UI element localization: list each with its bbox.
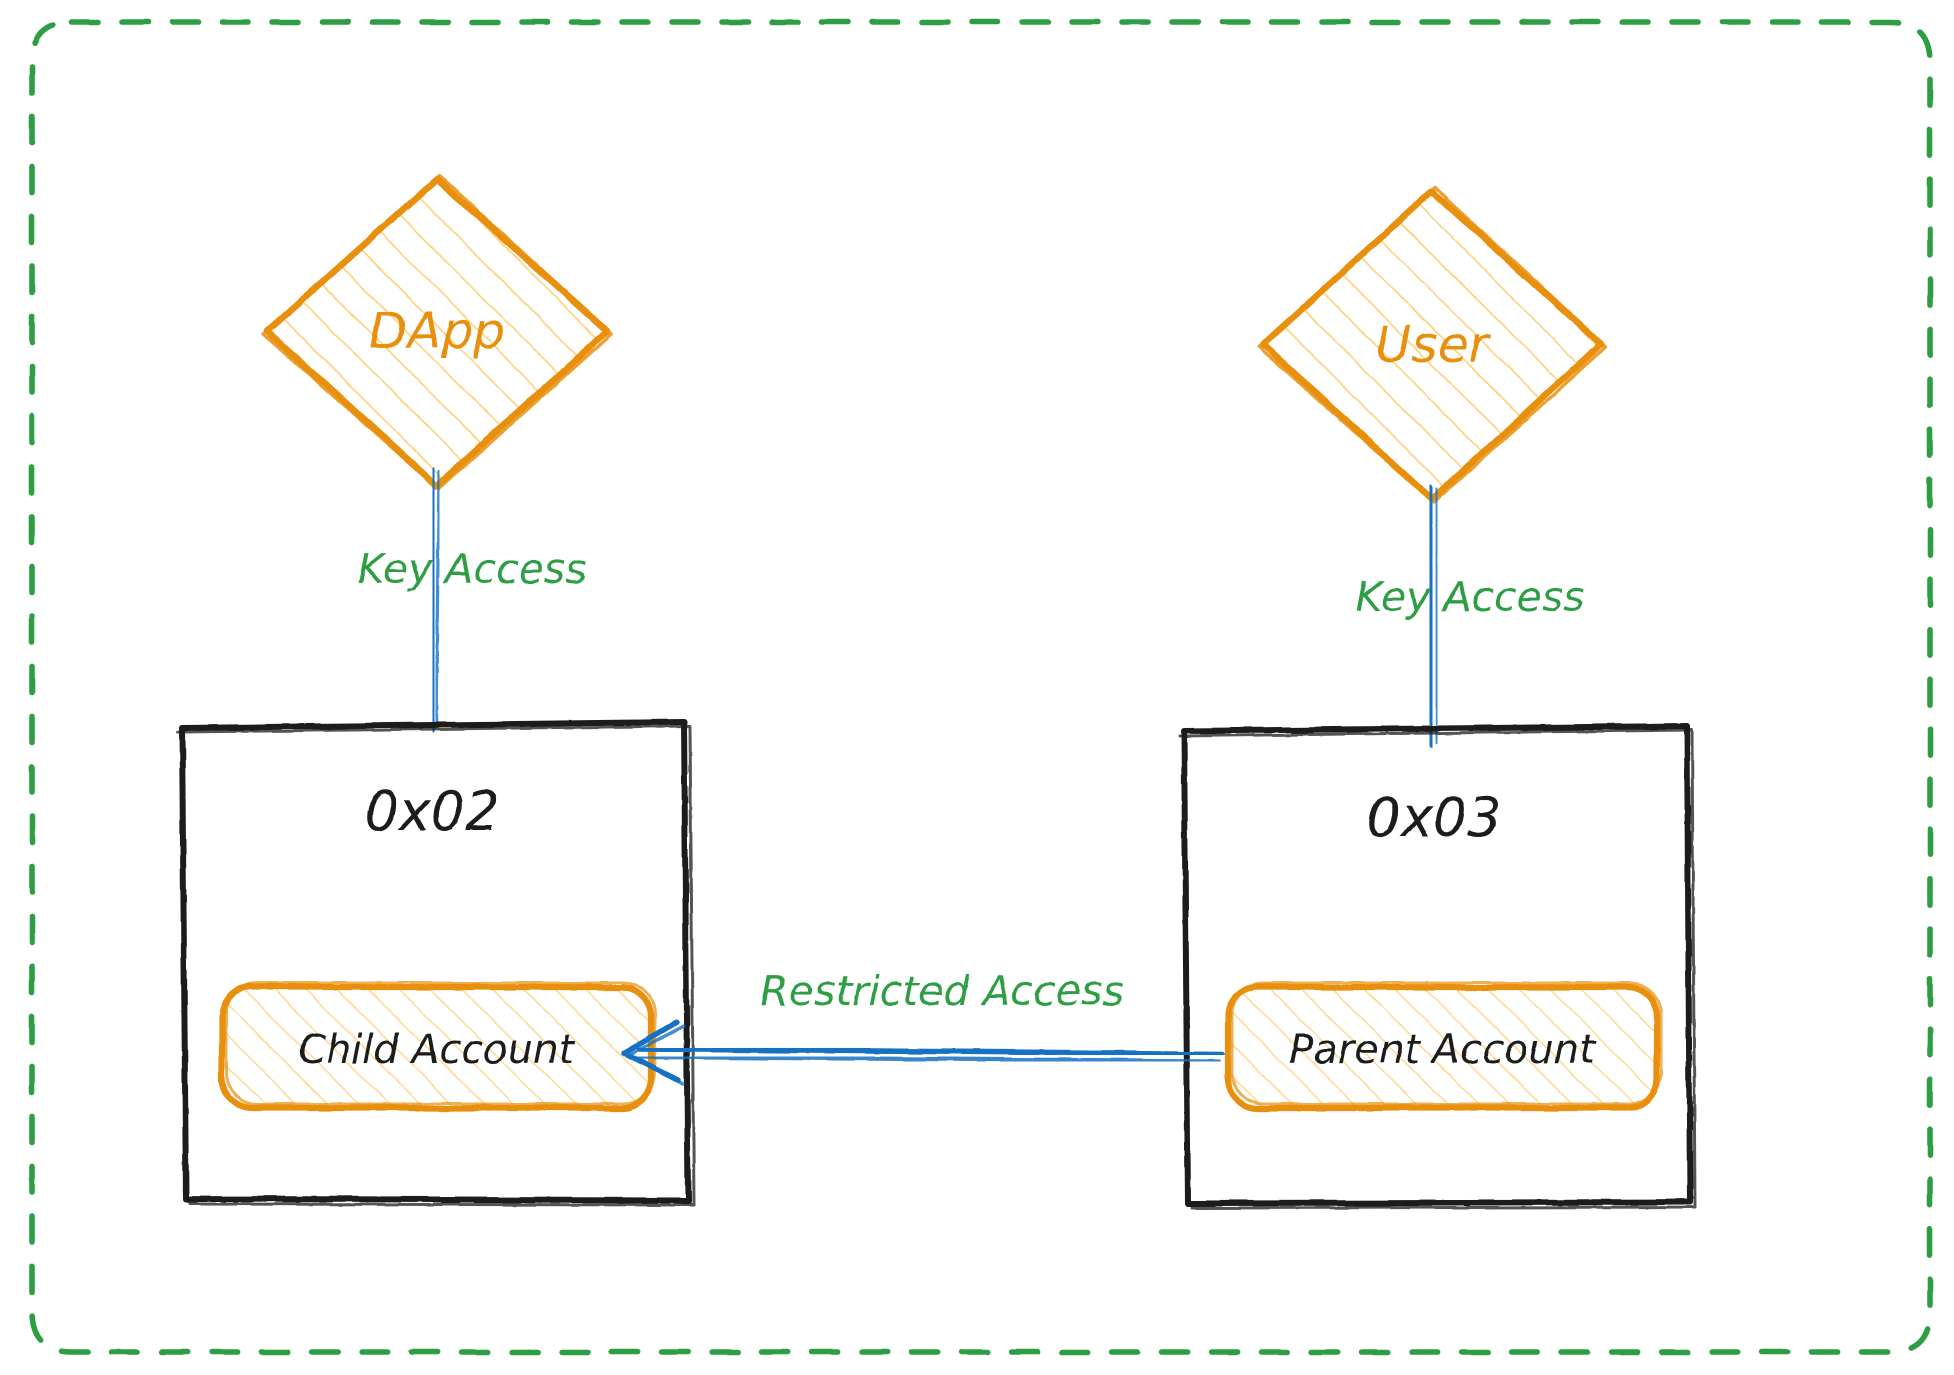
node-parent-account-label: Parent Account: [1289, 1027, 1596, 1073]
node-user[interactable]: User: [1257, 186, 1608, 504]
edge-user-to-0x03-label: Key Access: [1355, 573, 1584, 621]
node-account-0x02[interactable]: 0x02: [176, 719, 696, 1207]
node-account-0x03-label: 0x03: [1366, 786, 1501, 849]
node-user-label: User: [1375, 316, 1492, 374]
node-account-0x02-label: 0x02: [364, 780, 499, 843]
edge-user-to-0x03[interactable]: Key Access: [1355, 484, 1585, 748]
node-dapp-label: DApp: [369, 302, 505, 360]
arrowhead-left-icon: [621, 1019, 686, 1086]
node-child-account-label: Child Account: [298, 1027, 575, 1073]
edge-parent-to-child-label: Restricted Access: [760, 967, 1123, 1015]
edge-parent-to-child[interactable]: Restricted Access: [621, 967, 1225, 1086]
edge-dapp-to-0x02[interactable]: Key Access: [357, 467, 587, 733]
node-dapp[interactable]: DApp: [261, 174, 613, 491]
node-child-account[interactable]: Child Account: [218, 981, 657, 1112]
node-parent-account[interactable]: Parent Account: [1224, 981, 1663, 1112]
edge-dapp-to-0x02-label: Key Access: [357, 545, 586, 593]
node-account-0x03[interactable]: 0x03: [1178, 723, 1697, 1210]
outer-boundary: [29, 19, 1933, 1355]
